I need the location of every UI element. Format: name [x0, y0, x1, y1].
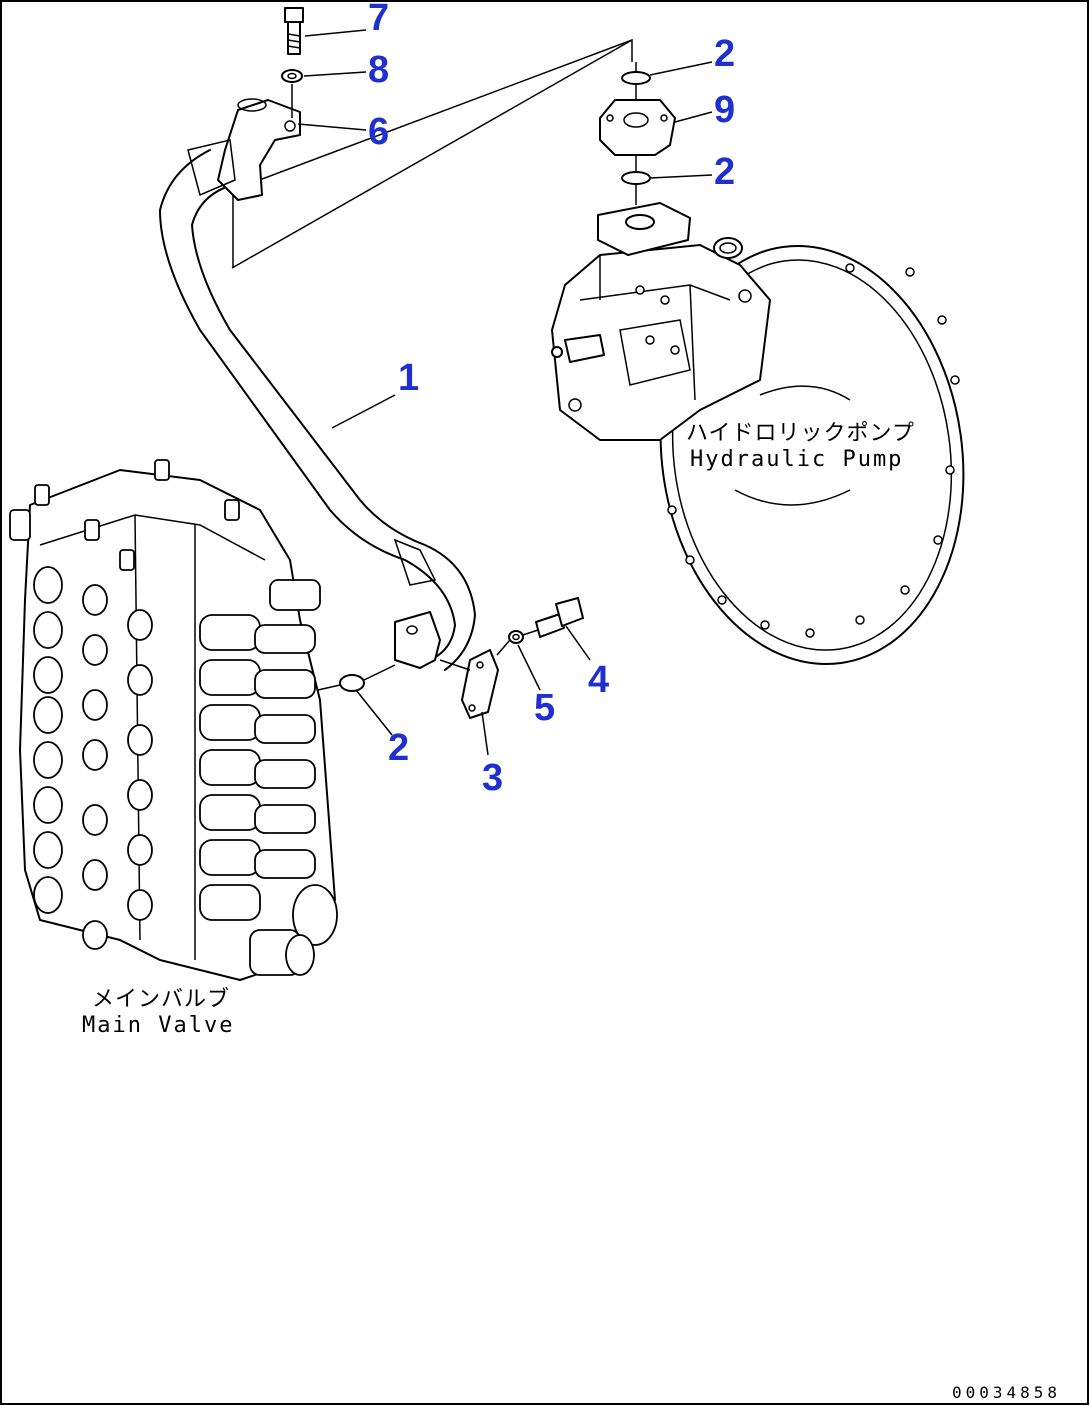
- bolt-4: [535, 597, 584, 638]
- pump-top-fittings: [599, 62, 676, 205]
- hydraulic-pump-label-en: Hydraulic Pump: [690, 447, 903, 472]
- callout-9: 9: [714, 89, 735, 131]
- hydraulic-pipe: [159, 98, 476, 671]
- assembly-leader: [232, 38, 633, 268]
- callout-8: 8: [368, 49, 389, 91]
- callout-3: 3: [482, 757, 503, 799]
- callout-7: 7: [368, 0, 389, 39]
- main-valve: メインバルブ Main Valve: [9, 459, 338, 1038]
- bolt-7: [284, 7, 304, 55]
- callout-2-valve: 2: [388, 727, 409, 769]
- callout-2-middle: 2: [714, 151, 735, 193]
- callout-leaders: [297, 29, 713, 756]
- callout-6: 6: [368, 111, 389, 153]
- o-ring-top: [621, 71, 651, 85]
- hydraulic-pump: ハイドロリックポンプ Hydraulic Pump: [551, 202, 965, 666]
- washer-8: [281, 69, 303, 118]
- callout-5: 5: [534, 687, 555, 729]
- hydraulic-pump-label-jp: ハイドロリックポンプ: [686, 421, 915, 446]
- callout-2-top: 2: [714, 33, 735, 75]
- callout-numbers: 7 8 6 2 9 2 1 2 3 4 5: [368, 0, 735, 799]
- callout-1: 1: [398, 357, 419, 399]
- main-valve-label-en: Main Valve: [82, 1013, 234, 1038]
- o-ring-valve: [339, 674, 365, 692]
- washer-5: [508, 630, 524, 644]
- drawing-number: 00034858: [952, 1383, 1061, 1402]
- main-valve-label-jp: メインバルブ: [92, 987, 230, 1012]
- split-flange-3: [461, 649, 499, 719]
- o-ring-lower: [621, 171, 651, 185]
- callout-4: 4: [588, 659, 609, 701]
